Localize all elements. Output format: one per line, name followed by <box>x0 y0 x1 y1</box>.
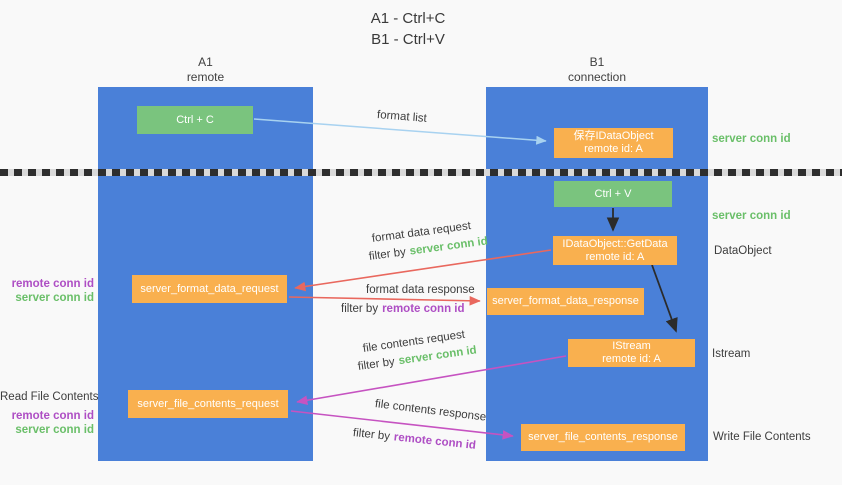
dataobject-annotation: DataObject <box>714 245 772 257</box>
server-conn-id-annotation-top: server conn id <box>712 133 791 145</box>
filter-by-text-3: filter by <box>357 355 396 373</box>
save-dataobject-box: 保存IDataObject remote id: A <box>554 128 673 158</box>
remote-conn-id-annotation-left-top: remote conn id <box>11 278 94 290</box>
ctrl-v-label: Ctrl + V <box>594 187 632 200</box>
remote-conn-id-text-1: remote conn id <box>382 303 465 315</box>
lifeline-header-b1: B1 connection <box>486 55 708 85</box>
title-line-1: A1 - Ctrl+C <box>370 10 446 27</box>
server-format-data-request-box: server_format_data_request <box>132 275 287 303</box>
write-file-contents-annotation: Write File Contents <box>713 431 811 443</box>
format-list-label: format list <box>376 109 428 125</box>
save-dataobject-line1: 保存IDataObject <box>573 130 654 142</box>
istream-line2: remote id: A <box>602 353 661 365</box>
server-file-contents-response-label: server_file_contents_response <box>528 431 678 443</box>
server-conn-id-annotation-mid: server conn id <box>712 210 791 222</box>
phase-divider-dashed-line <box>0 169 842 176</box>
arrow-format-data-response <box>288 295 481 306</box>
server-format-data-response-label: server_format_data_response <box>492 295 639 307</box>
ctrl-c-box: Ctrl + C <box>137 106 253 134</box>
save-dataobject-line2: remote id: A <box>584 143 643 155</box>
server-format-data-request-label: server_format_data_request <box>140 282 279 295</box>
filter-by-text-2: filter by <box>341 303 379 315</box>
read-file-contents-annotation: Read File Contents <box>0 391 99 403</box>
file-contents-response-label: file contents response <box>374 398 487 424</box>
getdata-line1: IDataObject::GetData <box>562 237 668 250</box>
server-conn-id-annotation-left-top: server conn id <box>15 292 94 304</box>
getdata-line2: remote id: A <box>585 250 645 263</box>
getdata-box: IDataObject::GetData remote id: A <box>553 236 677 265</box>
remote-conn-id-text-2: remote conn id <box>393 431 477 452</box>
lifeline-b1-name: B1 <box>589 55 605 69</box>
server-file-contents-request-box: server_file_contents_request <box>128 390 288 418</box>
lifeline-header-a1: A1 remote <box>98 55 313 85</box>
lifeline-a1-name: A1 <box>198 55 213 69</box>
lifeline-b1-role: connection <box>567 70 627 84</box>
server-conn-id-annotation-left-bottom: server conn id <box>15 424 94 436</box>
istream-annotation: Istream <box>712 348 751 360</box>
format-data-response-label: format data response <box>366 284 475 296</box>
server-conn-id-text-1: server conn id <box>408 235 489 258</box>
istream-line1: IStream <box>612 340 651 352</box>
server-format-data-response-box: server_format_data_response <box>487 288 644 315</box>
lifeline-a1-role: remote <box>186 70 225 84</box>
server-file-contents-response-box: server_file_contents_response <box>521 424 685 451</box>
title-line-2: B1 - Ctrl+V <box>371 31 445 48</box>
remote-conn-id-annotation-left-bottom: remote conn id <box>11 410 94 422</box>
diagram-title: A1 - Ctrl+C B1 - Ctrl+V <box>300 8 516 50</box>
istream-box: IStream remote id: A <box>568 339 695 367</box>
server-file-contents-request-label: server_file_contents_request <box>137 397 279 410</box>
ctrl-c-label: Ctrl + C <box>176 113 214 126</box>
filter-by-text-1: filter by <box>368 246 407 263</box>
ctrl-v-box: Ctrl + V <box>554 181 672 207</box>
filter-by-text-4: filter by <box>352 427 391 443</box>
